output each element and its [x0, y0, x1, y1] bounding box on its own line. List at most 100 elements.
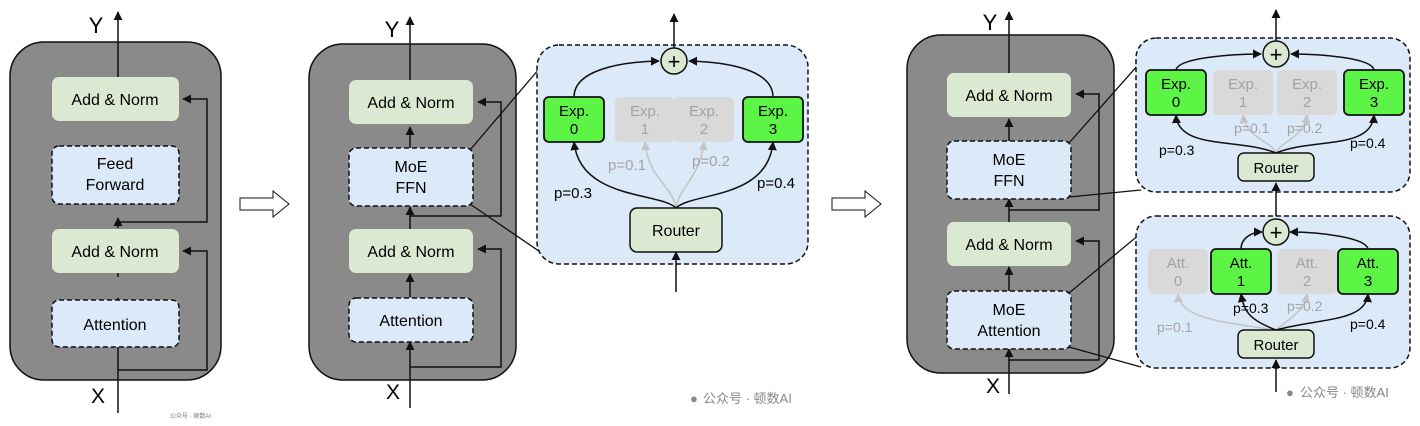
- router-block: [1237, 152, 1315, 182]
- sum-node: [660, 47, 688, 75]
- svg-text:1: 1: [641, 121, 649, 138]
- attention-label: Attention: [83, 317, 146, 334]
- router-label: Router: [1253, 160, 1298, 177]
- expert-ffn-2: Exp. 2: [1277, 70, 1337, 115]
- add-norm-block-top: [52, 77, 179, 121]
- svg-text:1: 1: [1237, 273, 1245, 290]
- sum-symbol: +: [668, 49, 681, 74]
- svg-text:0: 0: [570, 121, 578, 138]
- prob-label-1: p=0.3: [1233, 300, 1269, 316]
- svg-text:Att.: Att.: [1230, 255, 1253, 272]
- transformer-block-moe-ffn-attention: Add & Norm MoE FFN Add & Norm MoE Attent…: [906, 9, 1411, 400]
- transition-arrow-icon: [831, 189, 882, 219]
- expert-att-0: Att. 0: [1148, 249, 1208, 294]
- router-label: Router: [1253, 337, 1298, 354]
- add-norm-label: Add & Norm: [367, 244, 454, 261]
- svg-text:Att.: Att.: [1167, 255, 1190, 272]
- svg-text:1: 1: [1239, 94, 1247, 111]
- svg-text:Att.: Att.: [1296, 255, 1319, 272]
- input-x-label: X: [386, 381, 400, 404]
- router-block: [1237, 329, 1315, 359]
- output-y-label: Y: [385, 17, 400, 42]
- add-norm-block-bottom: [52, 229, 179, 273]
- moe-attention-label-2: Attention: [977, 323, 1040, 340]
- transformer-block-standard: Add & Norm Feed Forward Add & Norm Atten…: [9, 11, 222, 420]
- prob-label-0: p=0.3: [1159, 142, 1195, 158]
- svg-text:2: 2: [1303, 94, 1311, 111]
- watermark-main: 公众号 · 顿数AI: [1300, 385, 1389, 400]
- prob-label-1: p=0.1: [1234, 120, 1270, 136]
- moe-ffn-block: [946, 140, 1072, 200]
- container-gray: [9, 41, 222, 381]
- svg-text:Exp.: Exp.: [689, 103, 719, 120]
- expert-ffn-0: Exp. 0: [1145, 69, 1207, 116]
- moe-ffn-label-1: MoE: [993, 152, 1026, 169]
- svg-text:3: 3: [769, 121, 777, 138]
- moe-ffn-label-1: MoE: [395, 159, 428, 176]
- prob-label-3: p=0.4: [1350, 316, 1386, 332]
- expert-ffn-2: Exp. 2: [674, 97, 734, 142]
- expert-ffn-0: Exp. 0: [543, 96, 605, 143]
- svg-text:3: 3: [1370, 94, 1378, 111]
- add-norm-block-top: [349, 80, 473, 124]
- sum-node: [1262, 218, 1290, 246]
- wechat-icon: ●: [1286, 385, 1294, 400]
- prob-label-2: p=0.2: [1287, 298, 1323, 314]
- add-norm-label: Add & Norm: [965, 88, 1052, 105]
- moe-attention-panel: + Att. 0 Att. 1 Att. 2 Att. 3 p=0.1: [1135, 215, 1411, 392]
- output-y-label: Y: [983, 10, 998, 35]
- attention-block: [51, 299, 180, 348]
- sum-node: [1262, 40, 1290, 68]
- moe-ffn-label-2: FFN: [395, 180, 426, 197]
- input-x-label: X: [986, 375, 1000, 398]
- prob-label-0: p=0.3: [554, 185, 592, 202]
- output-y-label: Y: [89, 13, 104, 38]
- expert-att-2: Att. 2: [1277, 249, 1337, 294]
- moe-ffn-block: [348, 147, 474, 207]
- attention-label: Attention: [379, 313, 442, 330]
- watermark-main: 公众号 · 顿数AI: [703, 391, 792, 406]
- moe-attention-block: [946, 290, 1072, 350]
- expert-ffn-1: Exp. 1: [615, 97, 675, 142]
- svg-text:Att.: Att.: [1357, 255, 1380, 272]
- feed-forward-block: [51, 145, 180, 205]
- add-norm-block-bottom: [349, 229, 473, 273]
- moe-ffn-panel: + Exp. 0 Exp. 1 Exp. 2 Exp. 3 p=0.3: [536, 13, 809, 292]
- svg-text:2: 2: [1303, 273, 1311, 290]
- svg-text:Exp.: Exp.: [758, 103, 788, 120]
- add-norm-block-top: [947, 73, 1071, 117]
- prob-label-1: p=0.1: [608, 157, 646, 174]
- moe-ffn-panel: + Exp. 0 Exp. 1 Exp. 2 Exp. 3 p=0.3: [1135, 9, 1411, 216]
- sum-symbol: +: [1270, 220, 1283, 245]
- feed-forward-label-1: Feed: [97, 156, 133, 173]
- svg-text:0: 0: [1174, 273, 1182, 290]
- expert-att-3: Att. 3: [1337, 248, 1399, 295]
- svg-text:2: 2: [700, 121, 708, 138]
- add-norm-block-bottom: [947, 222, 1071, 266]
- transformer-block-moe-ffn: Add & Norm MoE FFN Add & Norm Attention …: [308, 13, 809, 408]
- expert-att-1: Att. 1: [1210, 248, 1272, 295]
- expert-ffn-1: Exp. 1: [1213, 70, 1273, 115]
- prob-label-0: p=0.1: [1157, 319, 1193, 335]
- add-norm-label: Add & Norm: [71, 92, 158, 109]
- svg-text:Exp.: Exp.: [559, 103, 589, 120]
- svg-text:Exp.: Exp.: [1292, 76, 1322, 93]
- transition-arrow-icon: [239, 189, 290, 219]
- watermark-small: 公众号 · 顿数AI: [170, 412, 211, 420]
- svg-text:3: 3: [1364, 273, 1372, 290]
- prob-label-2: p=0.2: [692, 153, 730, 170]
- add-norm-label: Add & Norm: [71, 244, 158, 261]
- expert-ffn-3: Exp. 3: [742, 96, 804, 143]
- svg-text:0: 0: [1172, 94, 1180, 111]
- expert-ffn-3: Exp. 3: [1343, 69, 1405, 116]
- svg-text:Exp.: Exp.: [630, 103, 660, 120]
- add-norm-label: Add & Norm: [965, 237, 1052, 254]
- prob-label-3: p=0.4: [1350, 135, 1386, 151]
- svg-text:Exp.: Exp.: [1359, 76, 1389, 93]
- feed-forward-label-2: Forward: [86, 177, 145, 194]
- router-label: Router: [652, 223, 701, 240]
- attention-block: [348, 297, 474, 343]
- sum-symbol: +: [1270, 42, 1283, 67]
- prob-label-2: p=0.2: [1287, 120, 1323, 136]
